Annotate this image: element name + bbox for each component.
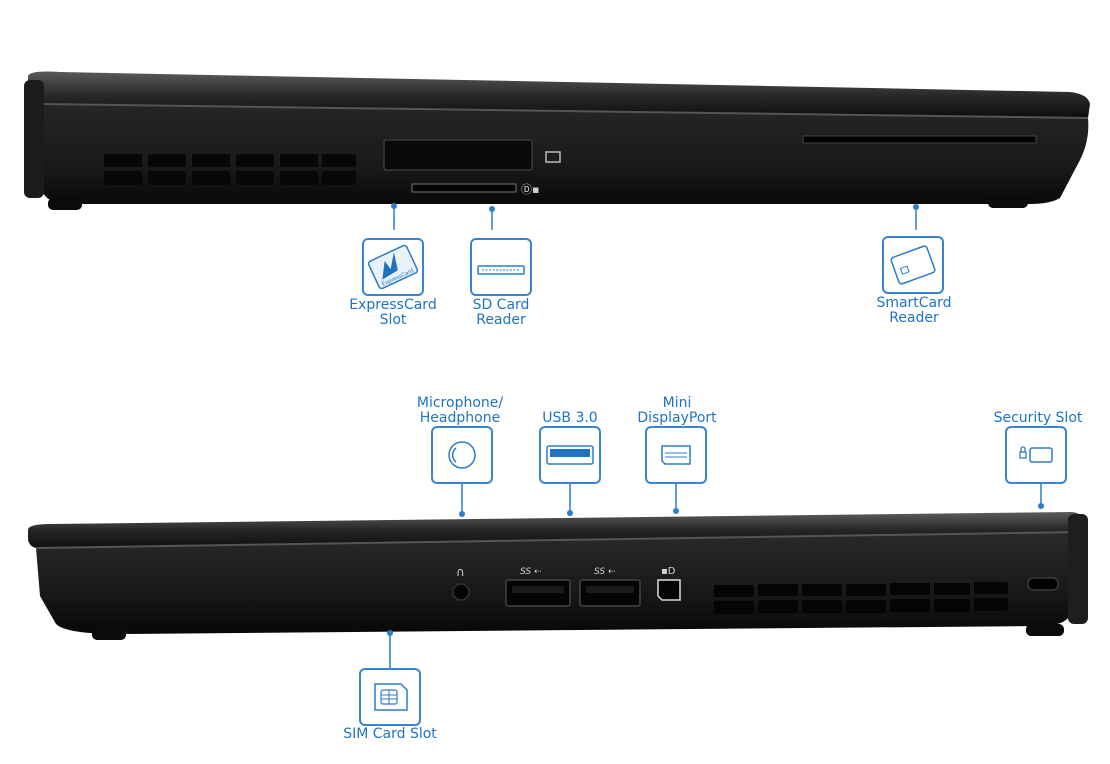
security-label: Security Slot [988,411,1088,426]
displayport-callout-icon [645,426,707,484]
svg-text:▪D: ▪D [661,566,676,577]
audio-jack-icon [448,441,476,469]
sdcard-label-line2: Reader [476,312,526,328]
usb-label-line1: USB 3.0 [542,410,598,426]
security-callout-icon [1005,426,1067,484]
sdcard-label-line1: SD Card [472,297,530,313]
displayport-label: Mini DisplayPort [627,396,727,426]
expresscard-icon: ExpressCard [367,244,419,290]
usb-label: USB 3.0 [530,411,610,426]
sim-card-icon [374,683,408,711]
security-lock-slot [1027,577,1059,591]
smartcard-label: SmartCard Reader [866,296,962,326]
security-label-line1: Security Slot [993,410,1083,426]
laptop-right-side-view: Ⓓ▪ [24,71,1090,230]
expresscard-label-line2: Slot [379,312,407,328]
smartcard-label-line2: Reader [889,310,939,326]
expresscard-callout-icon: ExpressCard [362,238,424,296]
laptop-left-side-view: ∩ SS ⇠ SS ⇠ ▪D [28,484,1088,670]
sim-callout-icon [359,668,421,726]
sim-label: SIM Card Slot [330,727,450,742]
sd-card-slot-icon [477,265,525,275]
top-vents [104,154,356,185]
audio-label-line1: Microphone/ [416,395,504,411]
sdcard-callout-icon [470,238,532,296]
svg-text:∩: ∩ [456,565,465,579]
mini-displayport-icon [661,445,691,465]
usb-ss-mark-2: SS [594,567,605,577]
usb-ss-mark-1: SS [520,567,531,577]
usb-port-icon [546,445,594,465]
expresscard-label: ExpressCard Slot [345,298,441,328]
svg-text:⇠: ⇠ [534,567,542,577]
audio-jack-port [452,583,470,601]
audio-label-line2: Headphone [419,410,501,426]
smartcard-label-line1: SmartCard [876,295,952,311]
security-lock-icon [1019,446,1053,463]
bottom-vents [714,582,1008,614]
audio-label: Microphone/ Headphone [410,396,510,426]
expresscard-slot [383,139,533,171]
usb-callout-icon [539,426,601,484]
sim-label-line1: SIM Card Slot [343,726,437,742]
smartcard-callout-icon [882,236,944,294]
audio-callout-icon [431,426,493,484]
sd-card-slot [411,183,517,193]
displayport-label-line1: Mini [662,395,692,411]
bottom-lid [28,512,1082,548]
top-lid [28,71,1090,118]
mini-displayport-port [657,579,681,601]
sdcard-label: SD Card Reader [455,298,547,328]
svg-text:⇠: ⇠ [608,567,616,577]
svg-text:Ⓓ▪: Ⓓ▪ [521,183,539,196]
expresscard-label-line1: ExpressCard [349,297,437,313]
smartcard-icon [890,245,936,285]
smartcard-slot [802,135,1037,144]
displayport-label-line2: DisplayPort [637,410,717,426]
